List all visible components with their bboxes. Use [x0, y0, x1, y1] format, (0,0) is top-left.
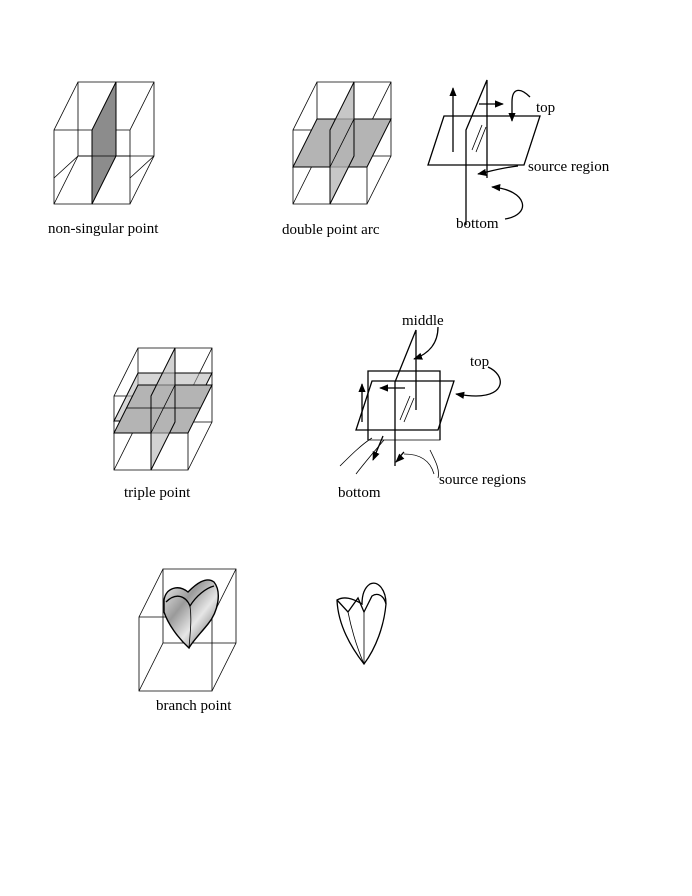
bottom-pointer-arrow	[491, 184, 524, 220]
cube-double-point-arc	[292, 81, 392, 205]
bottom-sheet	[394, 329, 417, 466]
source-region-pointer-arrow	[395, 451, 405, 463]
label-middle: middle	[402, 313, 444, 329]
label-triple-point: triple point	[124, 485, 191, 501]
double-arc-schematic	[427, 79, 541, 225]
label-top-2: top	[470, 354, 489, 370]
top-sheet	[355, 380, 455, 431]
label-source-regions: source regions	[439, 472, 526, 488]
top-pointer-arrow	[455, 366, 501, 399]
bottom-sheet	[465, 79, 488, 225]
top-sheet	[427, 115, 541, 166]
label-source-region: source region	[528, 159, 610, 175]
vertical-sheet	[91, 81, 117, 205]
middle-pointer-arrow	[413, 326, 439, 360]
cube-branch-point	[138, 568, 237, 692]
source-region-pointer-arrow	[477, 165, 519, 176]
label-bottom-2: bottom	[338, 485, 381, 501]
branch-surface	[163, 579, 219, 650]
normal-arrow	[372, 435, 384, 461]
middle-sheet	[367, 370, 441, 440]
cube-triple-point	[113, 347, 213, 471]
label-non-singular-point: non-singular point	[48, 221, 159, 237]
label-top: top	[536, 100, 555, 116]
top-pointer-arrow	[508, 89, 531, 122]
triple-point-schematic	[339, 326, 501, 479]
label-double-point-arc: double point arc	[282, 222, 380, 238]
branch-point-schematic	[336, 582, 387, 666]
label-bottom: bottom	[456, 216, 499, 232]
cube-non-singular-point	[53, 81, 155, 205]
label-branch-point: branch point	[156, 698, 232, 714]
